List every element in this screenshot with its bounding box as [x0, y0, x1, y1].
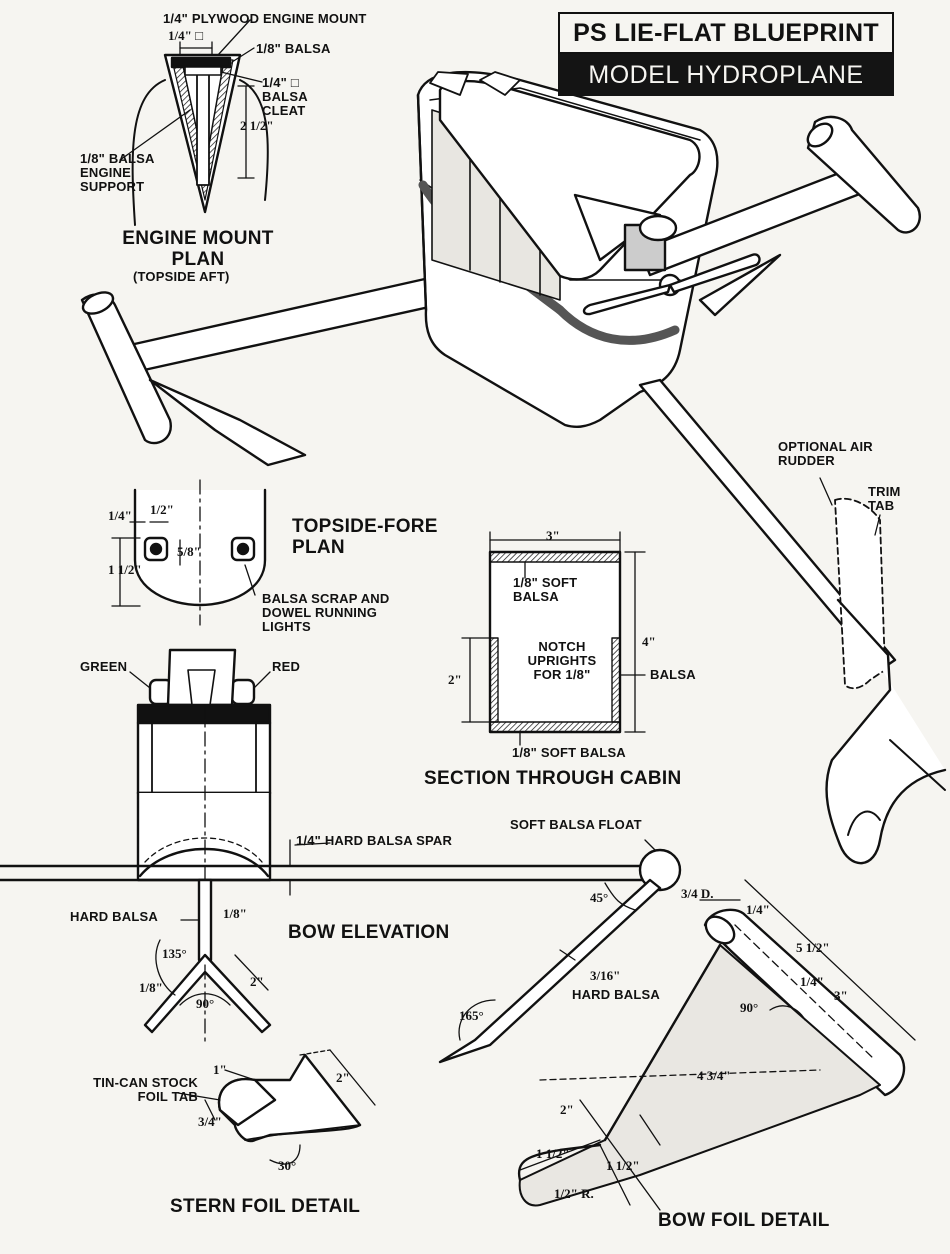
bow-elevation-title: BOW ELEVATION: [288, 922, 450, 943]
label-spar: 1/4" HARD BALSA SPAR: [296, 833, 453, 848]
label-cabin-bottom: 1/8" SOFT BALSA: [512, 745, 626, 760]
label-balsa-top: 1/8" BALSA: [256, 41, 331, 56]
dim-topside-d: 1 1/2": [108, 562, 142, 577]
dim-mount-height: 2 1/2": [240, 118, 274, 133]
dim-stern-1: 1": [213, 1062, 227, 1077]
dim-leg: 1/8": [139, 980, 163, 995]
dim-stern-30: 30°: [278, 1158, 297, 1173]
dim-bow-2: 2": [560, 1102, 574, 1117]
dim-stem: 1/8": [223, 906, 247, 921]
engine-mount-subtitle: (TOPSIDE AFT): [133, 269, 230, 284]
label-green-light: GREEN: [80, 659, 128, 674]
dim-bow-5-1-2: 5 1/2": [796, 940, 830, 955]
cabin-section-title: SECTION THROUGH CABIN: [424, 768, 682, 789]
label-foil-tab: TIN-CAN STOCK FOIL TAB: [93, 1075, 198, 1104]
header-subtitle: MODEL HYDROPLANE: [558, 54, 894, 96]
header-title: PS LIE-FLAT BLUEPRINT: [558, 12, 894, 54]
dim-stern-2: 2": [336, 1070, 350, 1085]
label-cabin-balsa: BALSA: [650, 667, 696, 682]
dim-cabin-height: 4": [642, 634, 656, 649]
dim-90: 90°: [196, 996, 215, 1011]
label-air-rudder: OPTIONAL AIR RUDDER: [778, 439, 873, 468]
hydroplane-drawing: [80, 70, 921, 672]
bow-foil-title: BOW FOIL DETAIL: [658, 1210, 830, 1231]
dim-cabin-width: 3": [546, 528, 560, 543]
dim-bow-3-4d: 3/4 D.: [681, 886, 714, 901]
dim-topside-c: 5/8": [177, 544, 201, 559]
stern-foil-title: STERN FOIL DETAIL: [170, 1196, 361, 1217]
bow-elevation-drawing: [0, 648, 682, 1064]
dim-135: 135°: [162, 946, 187, 961]
label-cabin-notch: NOTCH UPRIGHTS FOR 1/8": [527, 639, 597, 682]
dim-mount-width: 1/4" □: [168, 28, 203, 43]
label-engine-support: 1/8" BALSA ENGINE SUPPORT: [80, 151, 155, 194]
dim-stern-3-4: 3/4": [198, 1114, 222, 1129]
dim-topside-a: 1/4": [108, 508, 132, 523]
dim-bow-radius: 1/2" R.: [554, 1186, 594, 1201]
label-plywood-engine-mount: 1/4" PLYWOOD ENGINE MOUNT: [163, 11, 367, 26]
label-float: SOFT BALSA FLOAT: [510, 817, 642, 832]
label-red-light: RED: [272, 659, 301, 674]
topside-fore-plan-drawing: [111, 479, 267, 626]
dim-bow-3: 3": [834, 988, 848, 1003]
dim-bow-90: 90°: [740, 1000, 759, 1015]
cabin-section-drawing: [461, 531, 646, 746]
dim-cabin-notch: 2": [448, 672, 462, 687]
label-trim-tab: TRIM TAB: [868, 484, 901, 513]
label-cabin-top: 1/8" SOFT BALSA: [513, 575, 578, 604]
air-rudder-drawing: [819, 477, 947, 865]
topside-fore-title: TOPSIDE-FORE PLAN: [292, 516, 438, 558]
stern-foil-drawing: [177, 1049, 376, 1165]
label-balsa-cleat: 1/4" □ BALSA CLEAT: [262, 75, 308, 118]
dim-bow-1-1-2b: 1 1/2": [606, 1158, 640, 1173]
label-hard-balsa-strut: HARD BALSA: [572, 987, 660, 1002]
dim-165: 165°: [459, 1008, 484, 1023]
dim-topside-b: 1/2": [150, 502, 174, 517]
dim-3-16: 3/16": [590, 968, 621, 983]
dim-bow-1-4: 1/4": [746, 902, 770, 917]
dim-45: 45°: [590, 890, 609, 905]
dim-bow-4-3-4: 4 3/4": [697, 1068, 731, 1083]
engine-mount-plan-drawing: [119, 19, 269, 226]
dim-2: 2": [250, 974, 264, 989]
dim-bow-1-1-2a: 1 1/2": [536, 1146, 570, 1161]
label-hard-balsa: HARD BALSA: [70, 909, 158, 924]
label-running-lights: BALSA SCRAP AND DOWEL RUNNING LIGHTS: [262, 591, 390, 634]
bow-foil-drawing: [517, 879, 916, 1211]
engine-mount-title: ENGINE MOUNT PLAN: [122, 228, 274, 270]
dim-bow-1-4b: 1/4": [800, 974, 824, 989]
